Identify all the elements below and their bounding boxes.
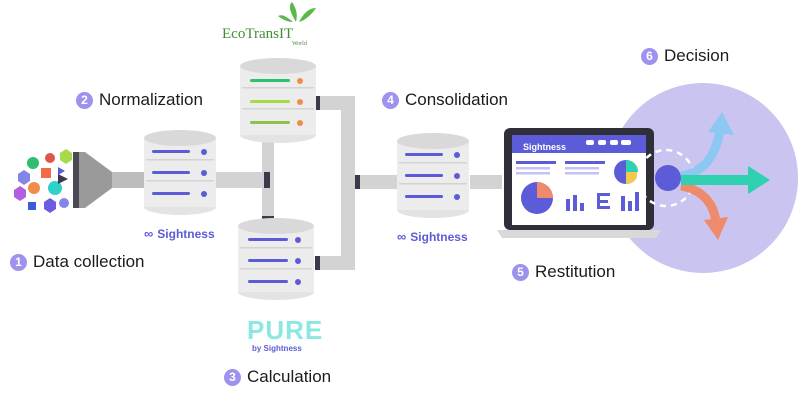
laptop-icon	[497, 128, 661, 238]
sightness-label: Sightness	[410, 229, 468, 244]
hexagon-icon	[14, 186, 26, 201]
arrow-icon	[680, 112, 734, 181]
step-label: Restitution	[535, 262, 616, 281]
ecotransit-logo: EcoTransIT	[222, 26, 294, 42]
funnel-icon	[73, 152, 144, 208]
database-icon	[238, 218, 314, 300]
pie-chart-icon	[521, 182, 553, 214]
pipe-to-consolidation	[355, 175, 397, 189]
database-icon	[240, 58, 316, 143]
hexagon-icon	[44, 198, 56, 213]
pipes	[213, 96, 502, 270]
hexagon-icon	[60, 149, 72, 164]
sightness-logo-normalization: ∞ Sightness	[144, 226, 215, 241]
step-number-badge: 6	[641, 47, 658, 65]
data-collection-shapes	[14, 149, 72, 213]
step-normalization: 2 Normalization	[76, 90, 203, 110]
step-data-collection: 1 Data collection	[10, 252, 145, 272]
bar-chart-icon	[566, 195, 584, 211]
sightness-label: Sightness	[157, 226, 215, 241]
screen-brand-label: Sightness	[523, 142, 567, 152]
pipe-to-laptop	[470, 175, 502, 189]
arrow-icon	[679, 181, 728, 240]
square-icon	[41, 168, 51, 178]
bar-chart-icon	[621, 192, 639, 211]
circle-icon	[48, 181, 62, 195]
pure-byline: by Sightness	[252, 344, 302, 353]
step-number-badge: 5	[512, 263, 529, 281]
step-label: Consolidation	[405, 90, 509, 109]
arrow-icon	[681, 166, 770, 194]
sightness-icon: ∞	[144, 226, 154, 241]
sightness-icon: ∞	[397, 229, 407, 244]
triangle-icon	[58, 174, 68, 184]
pipe-normalization-calculation	[213, 172, 268, 188]
leaf-icon	[278, 2, 316, 22]
square-icon	[28, 202, 36, 210]
step-number-badge: 2	[76, 91, 93, 109]
circle-icon	[27, 157, 39, 169]
circle-icon	[59, 198, 69, 208]
pure-logo: PURE	[247, 315, 324, 345]
triangle-icon	[58, 167, 65, 175]
hexagon-icon	[18, 170, 30, 185]
laptop-base	[497, 230, 661, 238]
step-label: Data collection	[33, 252, 145, 271]
step-decision: 6 Decision	[641, 46, 729, 66]
step-label: Decision	[664, 46, 730, 65]
pie-chart-icon	[614, 160, 638, 184]
database-icon	[144, 130, 216, 215]
step-number-badge: 1	[10, 253, 27, 271]
database-icon	[397, 133, 469, 218]
step-label: Normalization	[99, 90, 203, 109]
step-consolidation: 4 Consolidation	[382, 90, 508, 110]
step-number-badge: 3	[224, 368, 241, 386]
sightness-logo-consolidation: ∞ Sightness	[397, 229, 468, 244]
circle-icon	[45, 153, 55, 163]
step-label: Calculation	[247, 367, 332, 386]
step-number-badge: 4	[382, 91, 399, 109]
screen-header	[512, 135, 646, 153]
step-restitution: 5 Restitution	[512, 262, 615, 282]
step-calculation: 3 Calculation	[224, 367, 331, 387]
circle-icon	[28, 182, 40, 194]
decision-knob	[655, 165, 681, 191]
pipe-vertical-right	[341, 96, 355, 270]
ecotransit-subtitle: World	[292, 41, 307, 47]
